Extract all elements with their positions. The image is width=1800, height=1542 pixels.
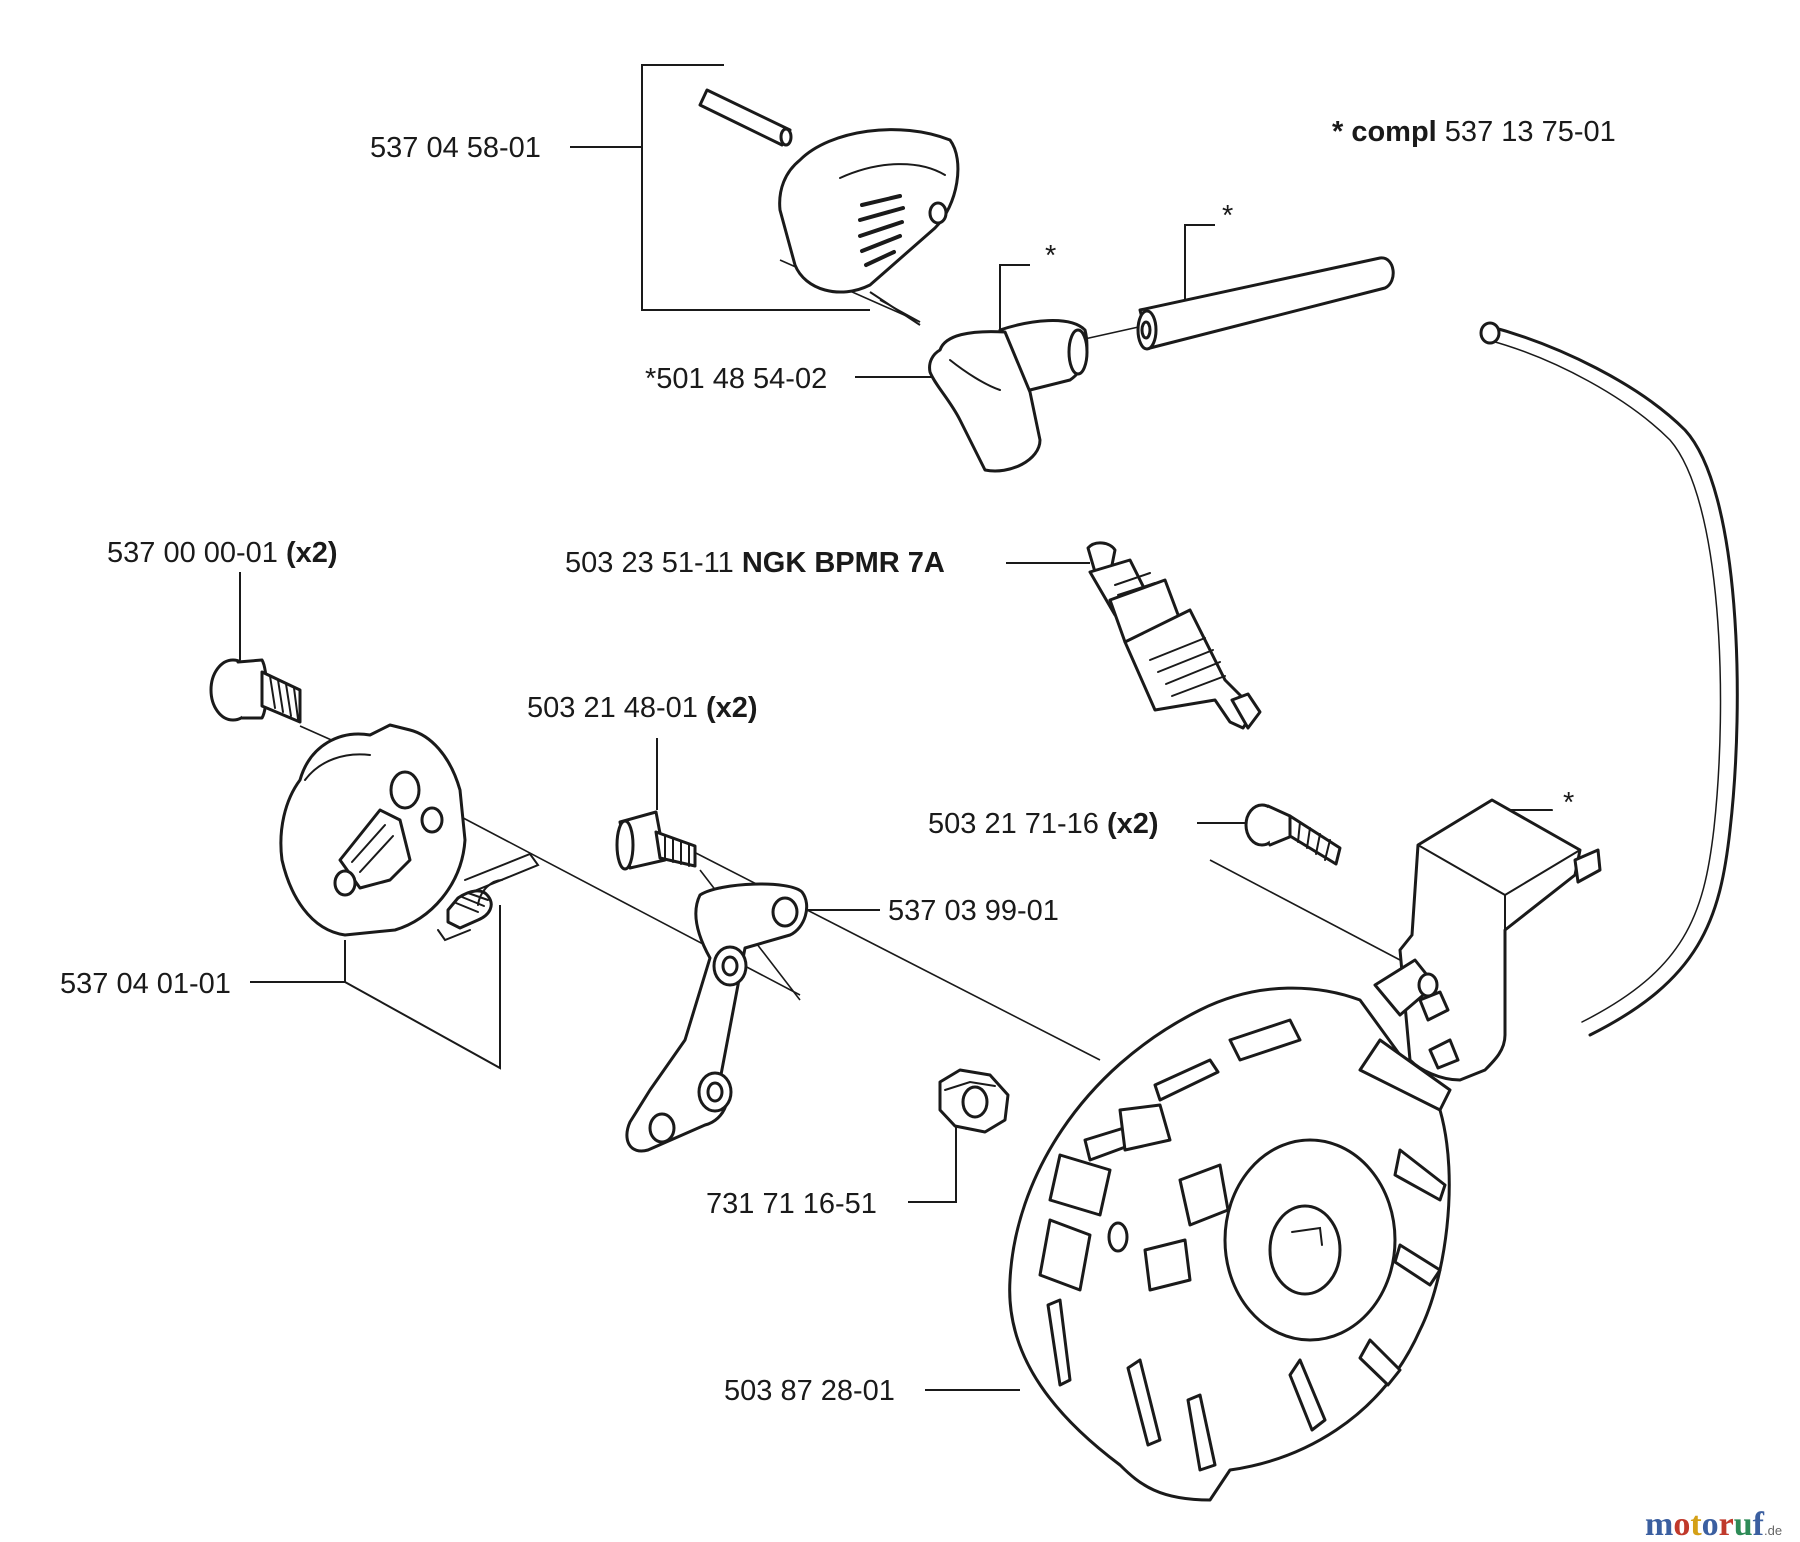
nut-part [938,1068,1010,1134]
watermark-letter: m [1645,1506,1673,1542]
label-bracket: 537 03 99-01 [888,895,1059,927]
watermark-logo: motoruf.de [1645,1506,1782,1542]
boot-part [928,319,1089,473]
label-asterisk-wire: * [1222,200,1233,232]
ignition-module-part [279,723,467,937]
module-screw-part [209,658,302,724]
ht-lead-part [1479,321,1739,1037]
wire-tube-part [1136,256,1395,351]
watermark-letter: r [1719,1506,1734,1542]
bracket-screw-part [615,810,697,871]
cap-cover-part [778,128,960,294]
watermark-letter: o [1673,1506,1690,1542]
label-asterisk-ignition: * [1563,787,1574,819]
label-spark-plug: 503 23 51-11 NGK BPMR 7A [565,547,945,579]
spark-plug-part [1086,541,1262,730]
label-flywheel: 503 87 28-01 [724,1375,895,1407]
label-boot: *501 48 54-02 [645,363,827,395]
pin-part [698,88,793,147]
watermark-brand: motoruf [1645,1506,1765,1542]
label-nut: 731 71 16-51 [706,1188,877,1220]
watermark-letter: o [1702,1506,1719,1542]
label-ignition-screw: 503 21 71-16 (x2) [928,808,1159,840]
spring-part [437,852,540,942]
watermark-letter: t [1690,1506,1702,1542]
flywheel-part [1008,986,1452,1502]
label-bracket-screw: 503 21 48-01 (x2) [527,692,758,724]
label-cap-cover: 537 04 58-01 [370,132,541,164]
label-module: 537 04 01-01 [60,968,231,1000]
leader-lines [239,64,1555,1391]
watermark-letter: u [1734,1506,1753,1542]
watermark-letter: f [1753,1506,1765,1542]
label-module-screw: 537 00 00-01 (x2) [107,537,338,569]
ignition-screw-part [1244,803,1342,866]
watermark-suffix: .de [1764,1523,1782,1538]
ignition-coil-part [1373,798,1602,1082]
bracket-part [625,882,809,1153]
label-asterisk-boot: * [1045,240,1056,272]
label-compl: * compl 537 13 75-01 [1332,116,1616,148]
assembly-axes [299,259,1401,1061]
